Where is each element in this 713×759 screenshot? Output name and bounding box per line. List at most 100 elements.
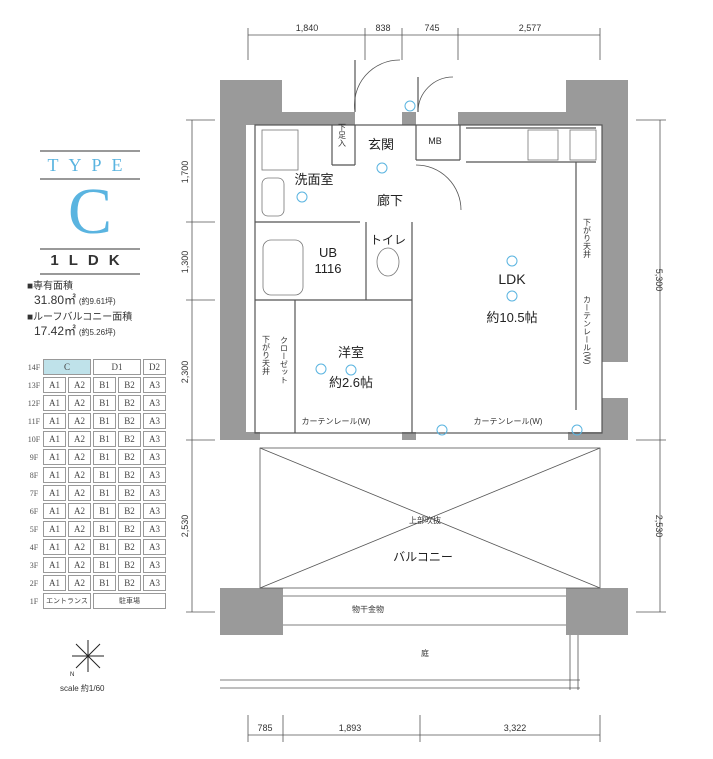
unit-cell: A1 [43, 485, 66, 501]
unit-cell: A2 [68, 503, 91, 519]
curtain-rail-label: カーテンレール(W) [302, 417, 371, 426]
unit-cell: B1 [93, 467, 116, 483]
unit-cell: B1 [93, 539, 116, 555]
unit-cell: A1 [43, 413, 66, 429]
unit-cell: A1 [43, 467, 66, 483]
lowered-ceiling-label: 下がり天井 [583, 218, 592, 259]
unit-cell: エントランス [43, 593, 91, 609]
room-entrance: 玄関 [368, 137, 394, 152]
dim-right-2: 2,530 [654, 515, 664, 538]
room-toilet: トイレ [370, 233, 406, 247]
dim-top-4: 2,577 [519, 23, 542, 33]
electrical-symbols [296, 100, 583, 436]
balcony-outline [220, 447, 601, 690]
unit-cell: A3 [143, 539, 166, 555]
unit-cell: A2 [68, 395, 91, 411]
unit-cell: A1 [43, 395, 66, 411]
floor-label: 9F [29, 452, 39, 462]
unit-cell: B2 [118, 503, 141, 519]
unit-cell: A2 [68, 413, 91, 429]
unit-cell: B2 [118, 539, 141, 555]
room-ub: UB [319, 245, 337, 260]
room-washroom: 洗面室 [294, 172, 333, 187]
unit-cell: A2 [68, 539, 91, 555]
dim-top-3: 745 [424, 23, 439, 33]
room-western: 洋室 [338, 345, 364, 360]
unit-cell: B2 [118, 467, 141, 483]
unit-cell: A2 [68, 575, 91, 591]
unit-cell: B2 [118, 449, 141, 465]
unit-cell: B1 [93, 413, 116, 429]
room-ldk-size: 約10.5帖 [486, 310, 537, 325]
unit-cell: A2 [68, 467, 91, 483]
unit-cell: D2 [143, 359, 166, 375]
unit-cell: A3 [143, 557, 166, 573]
dim-bottom-3: 3,322 [504, 723, 527, 733]
unit-cell: A3 [143, 575, 166, 591]
unit-cell: B2 [118, 431, 141, 447]
area-sub: (約9.61坪) [78, 297, 116, 306]
garden-label: 庭 [421, 648, 429, 658]
dim-left-3: 2,300 [180, 361, 190, 384]
unit-cell: A1 [43, 521, 66, 537]
unit-cell: A3 [143, 377, 166, 393]
svg-text:N: N [70, 672, 74, 678]
unit-cell: B2 [118, 557, 141, 573]
fixtures [261, 129, 597, 296]
curtain-rail-label: カーテンレール(W) [474, 417, 543, 426]
floor-label: 1F [29, 596, 39, 606]
floor-label: 13F [27, 380, 41, 390]
exclusive-area: ■専有面積 31.80㎡ (約9.61坪) [27, 281, 116, 308]
dim-top-2: 838 [375, 23, 390, 33]
floor-label: 12F [27, 398, 41, 408]
unit-cell: A3 [143, 413, 166, 429]
dim-right-1: 5,300 [654, 269, 664, 292]
room-hall: 廊下 [377, 193, 403, 208]
floor-label: 14F [27, 362, 41, 372]
lowered-ceiling-label: 下がり天井 [262, 335, 271, 376]
unit-cell: B2 [118, 485, 141, 501]
room-western-size: 約2.6帖 [329, 375, 373, 390]
structural-walls [220, 80, 628, 635]
area-value: 17.42㎡ [34, 324, 77, 338]
upper-void-label: 上部吹抜 [409, 515, 441, 525]
unit-cell: A1 [43, 431, 66, 447]
floor-label: 2F [29, 578, 39, 588]
divider [40, 273, 140, 275]
floor-label: 6F [29, 506, 39, 516]
unit-cell: B1 [93, 395, 116, 411]
unit-cell: A2 [68, 485, 91, 501]
curtain-rail-label: カーテンレール(W) [583, 296, 592, 365]
layout-label: 1LDK [50, 252, 130, 269]
interior-walls [254, 59, 603, 434]
divider [40, 178, 140, 180]
room-ldk: LDK [498, 271, 526, 287]
unit-cell: B2 [118, 395, 141, 411]
unit-cell: A1 [43, 557, 66, 573]
compass-icon: N [70, 640, 104, 678]
type-letter: C [67, 175, 113, 248]
area-sub: (約5.26坪) [78, 328, 116, 337]
shoe-cabinet-label: 下足入 [338, 123, 347, 147]
unit-cell: B1 [93, 377, 116, 393]
unit-cell: A2 [68, 449, 91, 465]
unit-cell: A3 [143, 467, 166, 483]
balcony-area: ■ルーフバルコニー面積 17.42㎡ (約5.26坪) [27, 312, 132, 339]
unit-cell: B1 [93, 557, 116, 573]
unit-cell: C [43, 359, 91, 375]
unit-cell: A3 [143, 449, 166, 465]
unit-cell: B1 [93, 521, 116, 537]
unit-cell: A3 [143, 503, 166, 519]
area-label: ■専有面積 [27, 281, 74, 292]
dim-left-1: 1,700 [180, 161, 190, 184]
